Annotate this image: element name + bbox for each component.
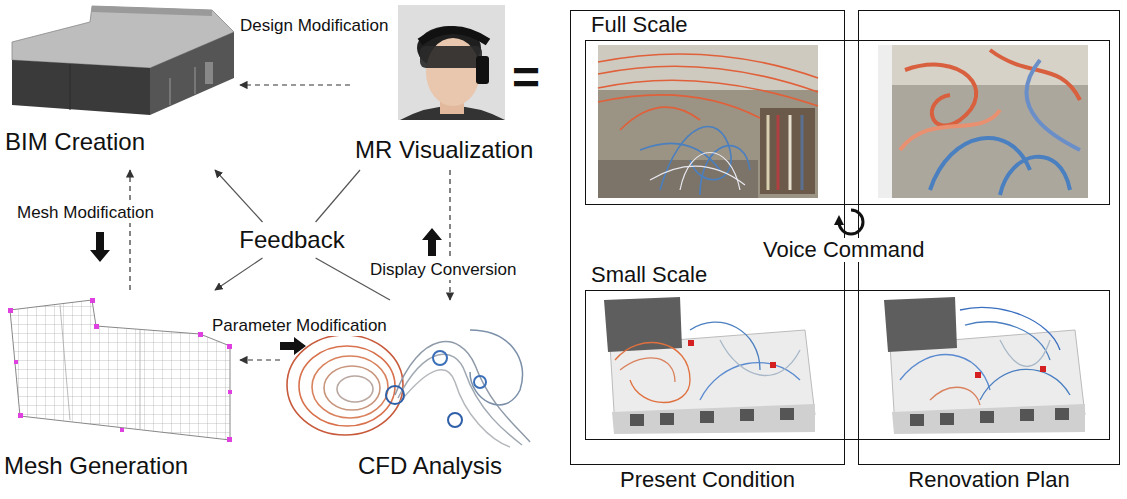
edge-label: Design Modification xyxy=(238,16,390,36)
step-label: BIM Creation xyxy=(5,128,145,156)
bim-model xyxy=(12,6,234,115)
smallscale-present-model xyxy=(598,295,818,435)
mr-headset-user xyxy=(398,5,505,120)
step-label: Small Scale xyxy=(591,262,707,287)
voice-command-label: Voice Command xyxy=(760,238,927,262)
feedback-arrow xyxy=(449,170,450,300)
edge-label: Parameter Modification xyxy=(210,316,389,336)
feedback-arrow xyxy=(240,84,350,85)
mesh-step: Mesh Generation xyxy=(0,290,240,495)
feedback-arrow xyxy=(129,170,130,290)
mesh-wireframe xyxy=(5,295,235,445)
fullscale-present-photo xyxy=(598,45,818,198)
feedback-line xyxy=(215,258,262,290)
feedback-arrow xyxy=(240,359,280,360)
edge-label: Display Conversion xyxy=(368,260,518,280)
smallscale-renovation-model xyxy=(878,295,1088,435)
edge-label: Mesh Modification xyxy=(15,203,156,223)
feedback-hub: Feedback xyxy=(233,222,351,258)
step-label: Feedback xyxy=(239,226,344,254)
fullscale-renovation-photo xyxy=(878,45,1088,198)
step-label: Renovation Plan xyxy=(908,467,1069,492)
step-label: MR Visualization xyxy=(355,136,533,164)
scale-row: Small Scale xyxy=(585,290,1110,440)
step-label: Mesh Generation xyxy=(4,452,188,480)
feedback-line xyxy=(316,170,360,222)
equals-sign: = xyxy=(512,52,540,105)
feedback-line xyxy=(215,170,262,222)
step-label: Present Condition xyxy=(620,467,795,492)
step-label: Full Scale xyxy=(591,12,688,37)
cfd-streamlines xyxy=(287,330,530,447)
scale-row: Full Scale xyxy=(585,40,1110,205)
step-label: CFD Analysis xyxy=(358,452,502,480)
bim-step: BIM Creation xyxy=(0,0,240,170)
